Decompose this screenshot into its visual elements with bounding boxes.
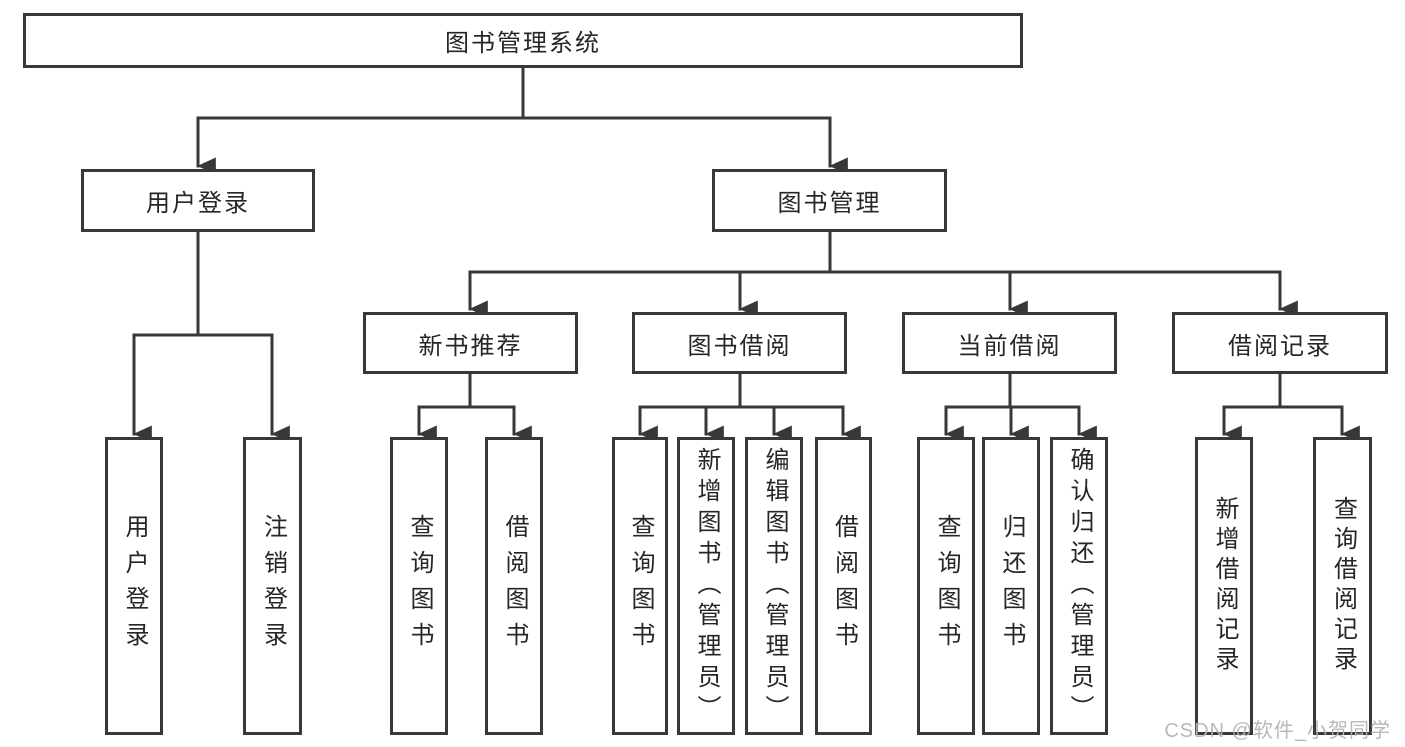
leaf-nbr-query-book: 查询图书 (390, 437, 448, 735)
node-new-book-recommend: 新书推荐 (363, 312, 578, 374)
node-book-management: 图书管理 (712, 169, 947, 232)
leaf-cb-query-book: 查询图书 (917, 437, 975, 735)
node-user-login: 用户登录 (81, 169, 315, 232)
node-root: 图书管理系统 (23, 13, 1023, 68)
node-book-borrow: 图书借阅 (632, 312, 847, 374)
node-current-borrow: 当前借阅 (902, 312, 1117, 374)
leaf-br-add-record: 新增借阅记录 (1195, 437, 1253, 735)
leaf-br-query-record: 查询借阅记录 (1313, 437, 1372, 735)
leaf-user-login: 用户登录 (105, 437, 163, 735)
watermark: CSDN @软件_小贺同学 (1164, 720, 1391, 742)
leaf-cb-confirm-return-admin: 确认归还（管理员） (1050, 437, 1108, 735)
leaf-bb-add-book-admin: 新增图书（管理员） (677, 437, 735, 735)
leaf-cb-return-book: 归还图书 (982, 437, 1040, 735)
leaf-nbr-borrow-book: 借阅图书 (485, 437, 543, 735)
leaf-logout: 注销登录 (243, 437, 302, 735)
leaf-bb-borrow-book: 借阅图书 (815, 437, 872, 735)
node-borrow-records: 借阅记录 (1172, 312, 1388, 374)
leaf-bb-query-book: 查询图书 (612, 437, 668, 735)
leaf-bb-edit-book-admin: 编辑图书（管理员） (745, 437, 803, 735)
